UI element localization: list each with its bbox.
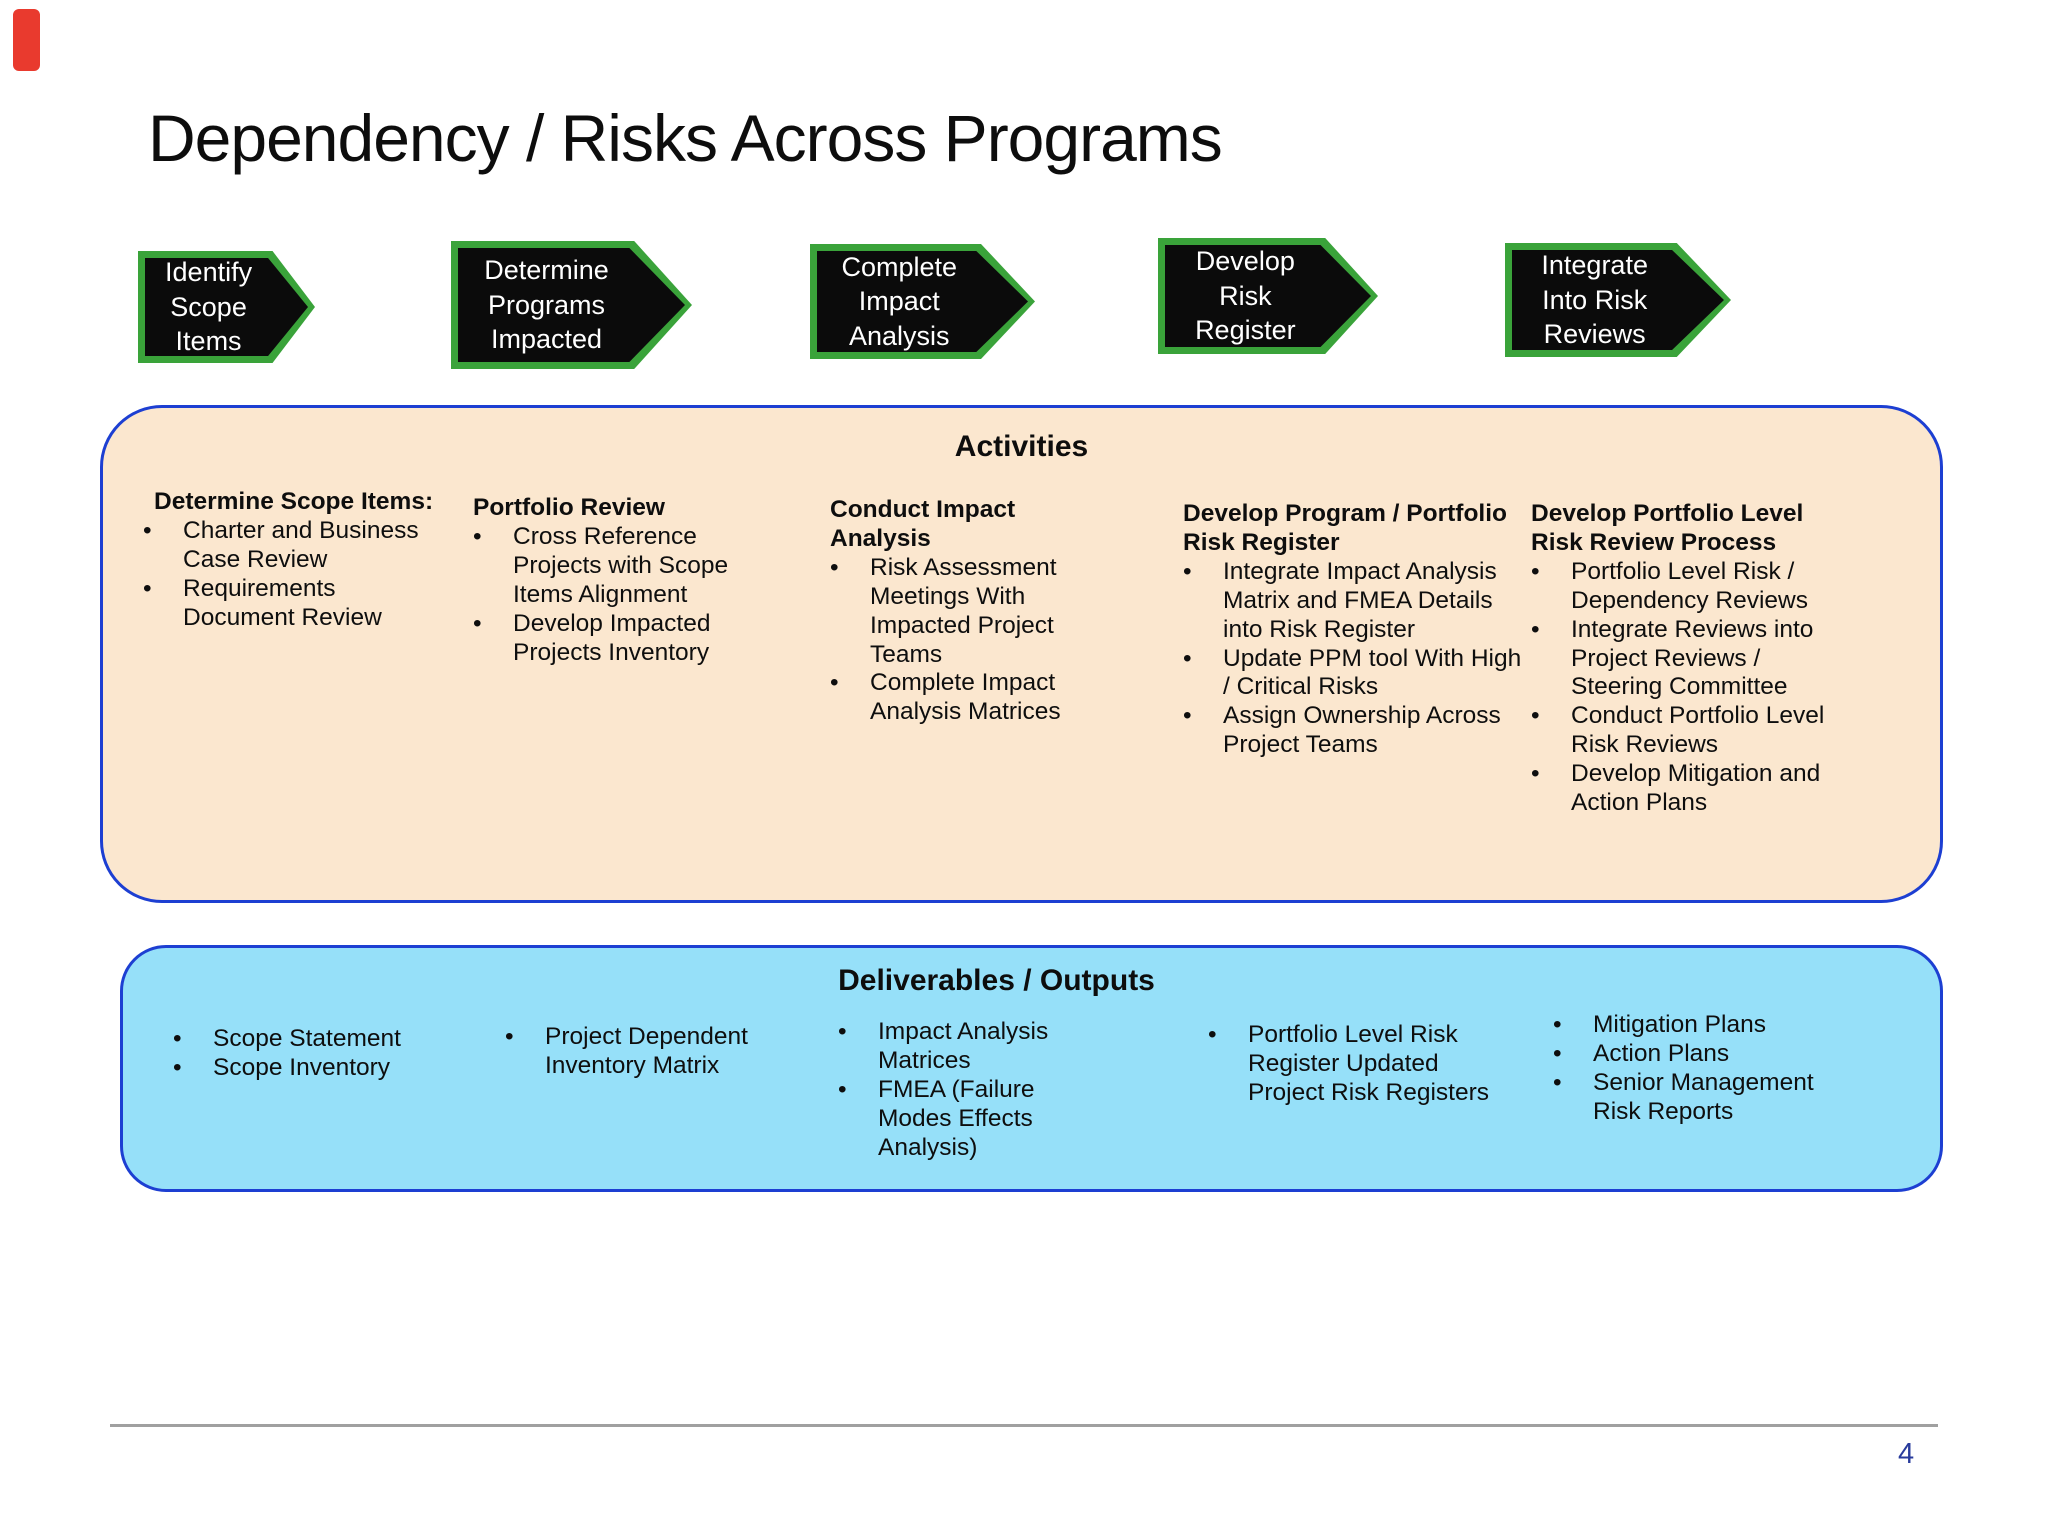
bullet-list: Risk Assessment Meetings With Impacted P…	[828, 554, 1090, 727]
process-step-determine-programs-impacted: Determine Programs Impacted	[451, 241, 692, 369]
bullet-item: Portfolio Level Risk Register Updated Pr…	[1206, 1021, 1501, 1108]
deliverables-heading: Deliverables / Outputs	[838, 964, 1155, 997]
bullet-list: Portfolio Level Risk / Dependency Review…	[1529, 558, 1831, 818]
label-line: Scope	[170, 291, 247, 322]
deliverables-column-scope: Scope Statement Scope Inventory	[171, 1025, 471, 1083]
label-line: Programs	[488, 289, 606, 320]
slide-title: Dependency / Risks Across Programs	[148, 101, 1223, 175]
column-title: Develop Portfolio Level Risk Review Proc…	[1531, 500, 1804, 556]
activities-column-determine-scope-items: Determine Scope Items: Charter and Busin…	[141, 488, 453, 633]
deliverables-column-risk-registers: Portfolio Level Risk Register Updated Pr…	[1206, 1021, 1501, 1108]
bullet-item: Integrate Reviews into Project Reviews /…	[1529, 616, 1831, 703]
bullet-item: Mitigation Plans	[1551, 1011, 1851, 1040]
bullet-item: Impact Analysis Matrices	[836, 1018, 1096, 1076]
bullet-item: Charter and Business Case Review	[141, 517, 453, 575]
process-step-label: Determine Programs Impacted	[458, 253, 635, 357]
bullet-item: Update PPM tool With High / Critical Ris…	[1181, 645, 1526, 703]
footer-divider	[110, 1424, 1938, 1427]
activities-column-conduct-impact-analysis: Conduct Impact Analysis Risk Assessment …	[828, 496, 1090, 727]
process-step-identify-scope-items: Identify Scope Items	[138, 251, 315, 363]
activities-panel: Activities Determine Scope Items: Charte…	[100, 405, 1943, 903]
activities-column-risk-review-process: Develop Portfolio Level Risk Review Proc…	[1529, 500, 1831, 818]
label-line: Impact	[858, 286, 940, 317]
process-step-integrate-into-risk-reviews: Integrate Into Risk Reviews	[1505, 243, 1731, 357]
bullet-list: Integrate Impact Analysis Matrix and FME…	[1181, 558, 1526, 760]
label-line: Develop	[1195, 246, 1295, 277]
bullet-item: Action Plans	[1551, 1040, 1851, 1069]
label-line: Impacted	[490, 324, 603, 355]
label-line: Complete	[841, 251, 958, 282]
deliverables-column-plans-reports: Mitigation Plans Action Plans Senior Man…	[1551, 1011, 1851, 1127]
red-marker	[13, 9, 40, 71]
bullet-item: Risk Assessment Meetings With Impacted P…	[828, 554, 1090, 670]
column-title: Develop Program / Portfolio Risk Registe…	[1183, 500, 1507, 556]
label-line: Integrate	[1541, 250, 1648, 281]
process-step-develop-risk-register: Develop Risk Register	[1158, 238, 1378, 354]
arrow-body: Determine Programs Impacted	[458, 248, 685, 362]
bullet-item: Scope Statement	[171, 1025, 471, 1054]
bullet-item: Develop Impacted Projects Inventory	[471, 610, 761, 668]
bullet-item: Complete Impact Analysis Matrices	[828, 669, 1090, 727]
arrow-body: Complete Impact Analysis	[817, 251, 1028, 352]
label-line: Determine	[484, 255, 609, 286]
process-step-label: Complete Impact Analysis	[817, 251, 982, 352]
arrow-body: Integrate Into Risk Reviews	[1512, 250, 1724, 350]
column-title: Determine Scope Items:	[154, 488, 434, 515]
bullet-item: Develop Mitigation and Action Plans	[1529, 760, 1831, 818]
column-title: Portfolio Review	[473, 494, 665, 521]
process-step-label: Develop Risk Register	[1165, 245, 1326, 347]
label-line: Identify	[165, 257, 253, 288]
arrow-body: Develop Risk Register	[1165, 245, 1371, 347]
column-title: Conduct Impact Analysis	[830, 496, 1016, 552]
activities-heading: Activities	[954, 430, 1089, 463]
process-step-label: Integrate Into Risk Reviews	[1512, 250, 1677, 350]
label-line: Into Risk	[1542, 284, 1648, 315]
label-line: Risk	[1219, 280, 1272, 311]
label-line: Register	[1195, 315, 1296, 346]
process-step-complete-impact-analysis: Complete Impact Analysis	[810, 244, 1035, 359]
deliverables-column-inventory-matrix: Project Dependent Inventory Matrix	[503, 1023, 803, 1081]
label-line: Items	[175, 326, 242, 357]
bullet-item: Assign Ownership Across Project Teams	[1181, 702, 1526, 760]
bullet-list: Scope Statement Scope Inventory	[171, 1025, 471, 1083]
bullet-item: Requirements Document Review	[141, 575, 453, 633]
bullet-item: Portfolio Level Risk / Dependency Review…	[1529, 558, 1831, 616]
deliverables-column-impact-analysis: Impact Analysis Matrices FMEA (Failure M…	[836, 1018, 1096, 1163]
bullet-item: Project Dependent Inventory Matrix	[503, 1023, 803, 1081]
bullet-item: Conduct Portfolio Level Risk Reviews	[1529, 702, 1831, 760]
activities-column-develop-risk-register: Develop Program / Portfolio Risk Registe…	[1181, 500, 1526, 760]
arrow-body: Identify Scope Items	[145, 258, 308, 356]
bullet-item: Senior Management Risk Reports	[1551, 1069, 1851, 1127]
process-step-label: Identify Scope Items	[145, 257, 272, 357]
label-line: Reviews	[1543, 319, 1646, 350]
bullet-list: Mitigation Plans Action Plans Senior Man…	[1551, 1011, 1851, 1127]
bullet-item: Scope Inventory	[171, 1054, 471, 1083]
page-number: 4	[1898, 1438, 1915, 1470]
bullet-list: Project Dependent Inventory Matrix	[503, 1023, 803, 1081]
label-line: Analysis	[849, 320, 950, 351]
bullet-item: Integrate Impact Analysis Matrix and FME…	[1181, 558, 1526, 645]
bullet-list: Impact Analysis Matrices FMEA (Failure M…	[836, 1018, 1096, 1163]
bullet-list: Charter and Business Case Review Require…	[141, 517, 453, 633]
bullet-item: FMEA (Failure Modes Effects Analysis)	[836, 1076, 1096, 1163]
deliverables-panel: Deliverables / Outputs Scope Statement S…	[120, 945, 1943, 1192]
activities-column-portfolio-review: Portfolio Review Cross Reference Project…	[471, 494, 761, 667]
bullet-list: Portfolio Level Risk Register Updated Pr…	[1206, 1021, 1501, 1108]
bullet-list: Cross Reference Projects with Scope Item…	[471, 523, 761, 668]
bullet-item: Cross Reference Projects with Scope Item…	[471, 523, 761, 610]
